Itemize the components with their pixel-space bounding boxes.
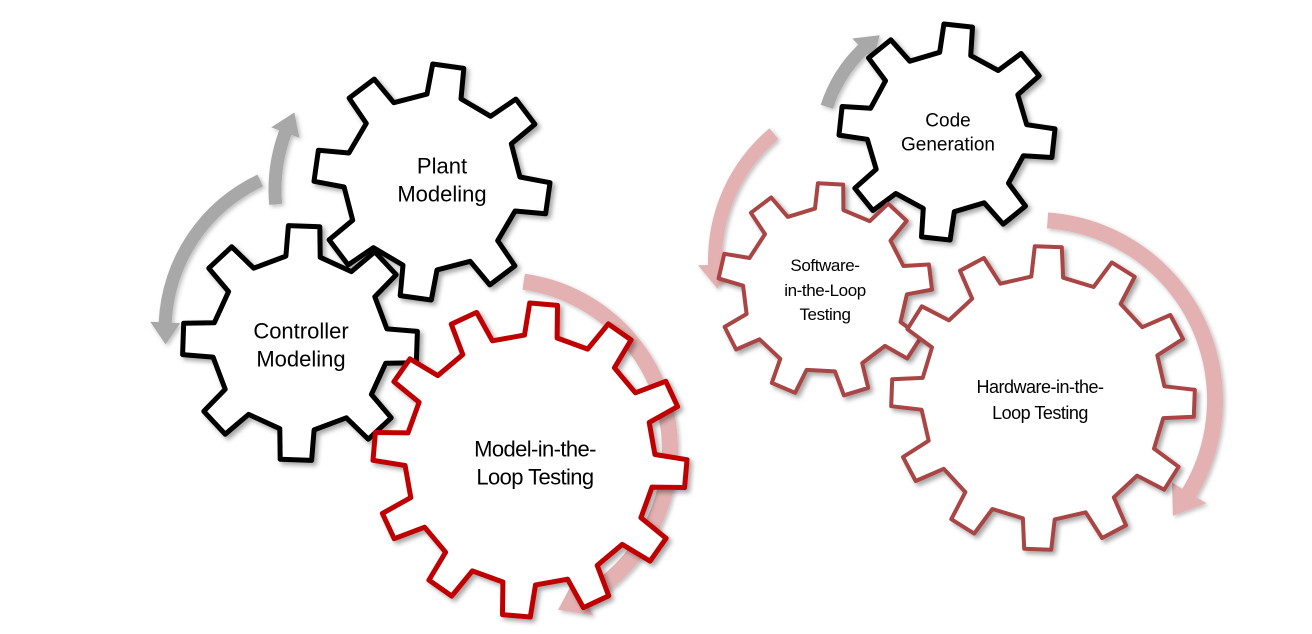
plant-modeling-label-line-1: Plant — [416, 153, 468, 179]
hil-testing-label-line-1: Hardware-in-the- — [976, 376, 1104, 397]
controller-modeling-label-line-1: Controller — [253, 318, 349, 344]
mil-testing-label-line-1: Model-in-the- — [474, 436, 596, 462]
code-generation-label-line-1: Code — [925, 110, 971, 132]
controller-modeling-label: Controller Modeling — [253, 318, 348, 373]
sil-testing-gear — [716, 181, 934, 398]
arrow-controller-to-plant — [268, 112, 300, 205]
arrow-plant-to-controller — [150, 174, 263, 345]
gears-layer — [180, 21, 1197, 620]
arrow-mil-cycle — [522, 273, 679, 616]
sil-testing-label-line-2: in-the-Loop — [784, 280, 866, 300]
plant-modeling-label: Plant Modeling — [397, 153, 486, 208]
hil-testing-label: Hardware-in-the- Loop Testing — [976, 374, 1104, 426]
hil-testing-gear — [889, 244, 1197, 552]
code-generation-label: Code Generation — [901, 109, 995, 157]
controller-modeling-label-line-2: Modeling — [256, 346, 346, 371]
arrow-hil-cycle — [1047, 212, 1223, 516]
arrow-sil-to-code — [820, 35, 880, 109]
sil-testing-label-line-1: Software- — [790, 256, 860, 276]
sil-testing-label-line-3: Testing — [799, 305, 851, 325]
mil-testing-label: Model-in-the- Loop Testing — [474, 436, 596, 491]
controller-modeling-gear — [180, 223, 420, 463]
code-generation-gear — [836, 21, 1058, 243]
arrow-code-to-sil — [698, 128, 779, 289]
sil-testing-label: Software- in-the-Loop Testing — [784, 254, 866, 328]
mil-testing-label-line-2: Loop Testing — [476, 464, 594, 489]
mil-testing-gear — [370, 300, 690, 620]
code-generation-label-line-2: Generation — [900, 134, 996, 155]
plant-modeling-label-line-2: Modeling — [397, 181, 487, 206]
arrows-layer — [150, 35, 1223, 616]
hil-testing-label-line-2: Loop Testing — [992, 403, 1088, 423]
plant-modeling-gear — [311, 61, 553, 303]
